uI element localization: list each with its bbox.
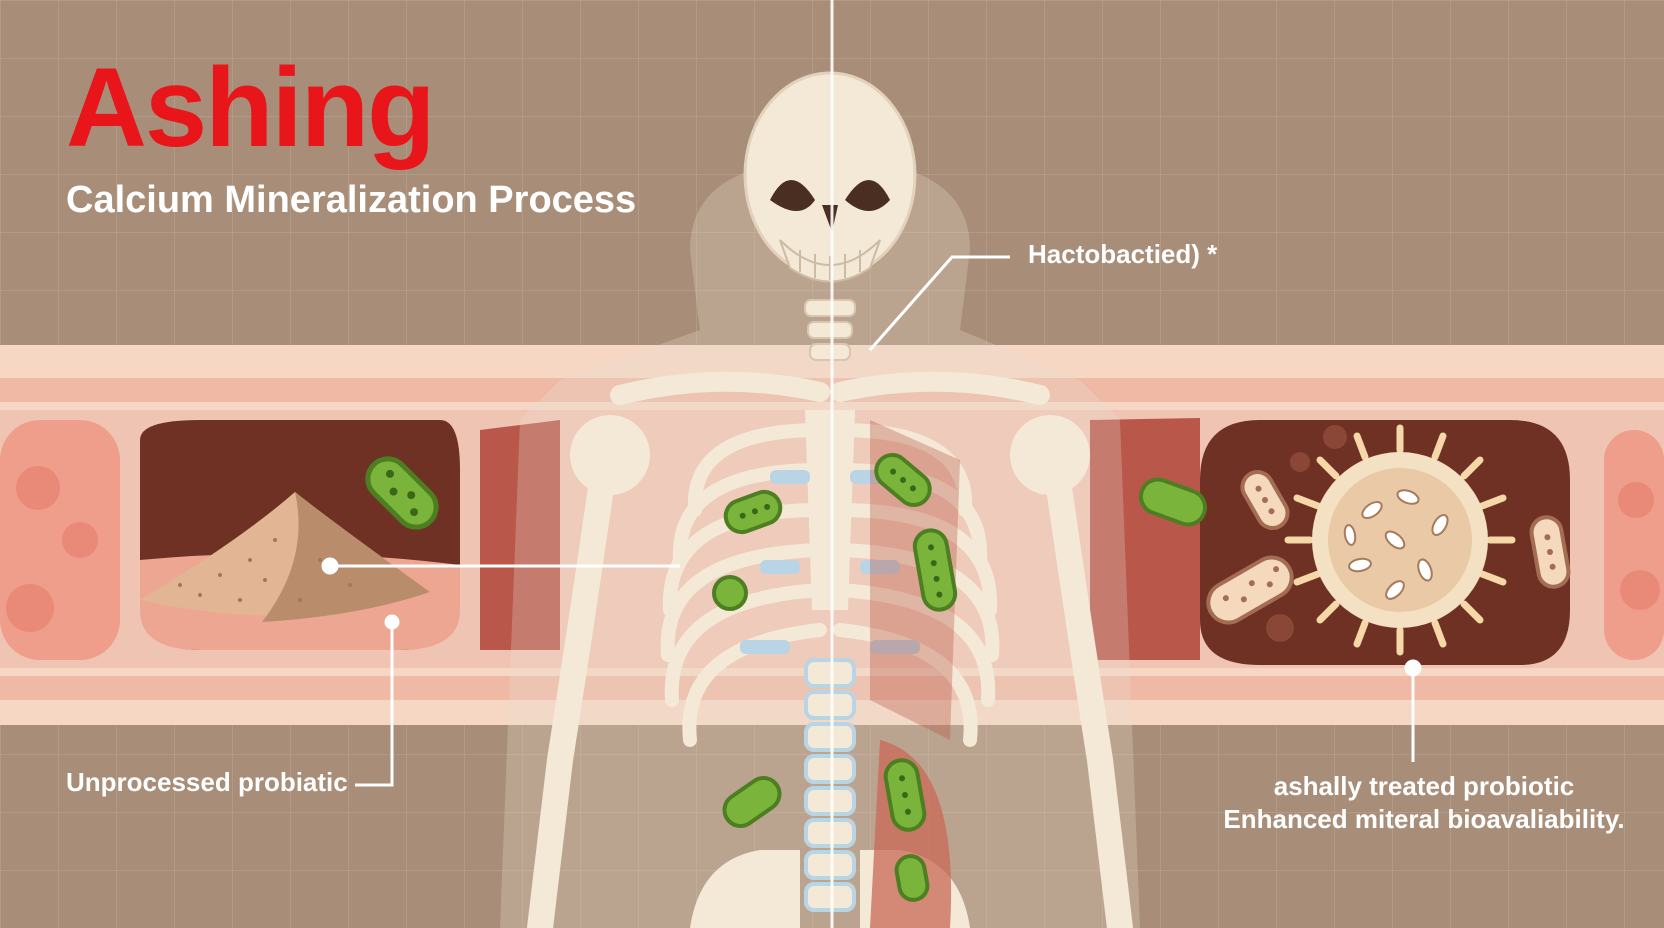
- callout-label-left: Unprocessed probiatic: [66, 767, 348, 797]
- page-title: Ashing: [66, 45, 436, 170]
- callout-label-right-line1: ashally treated probiotic: [1273, 771, 1575, 801]
- powder-pile-icon: [140, 492, 430, 622]
- page-subtitle: Calcium Mineralization Process: [66, 179, 637, 221]
- callout-label-right-line2: Enhanced miteral bioavaliability.: [1223, 803, 1625, 834]
- human-skeleton-icon: [500, 71, 1140, 928]
- probiotic-bacteria-green: [365, 453, 958, 902]
- callout-label-top: Hactobactied) *: [1028, 239, 1218, 269]
- callout-lines: [321, 255, 1422, 787]
- bacterium-icon: [1138, 470, 1571, 625]
- spiky-microbe-icon: [1284, 424, 1516, 656]
- callout-label-right: ashally treated probiotic Enhanced miter…: [1204, 770, 1644, 835]
